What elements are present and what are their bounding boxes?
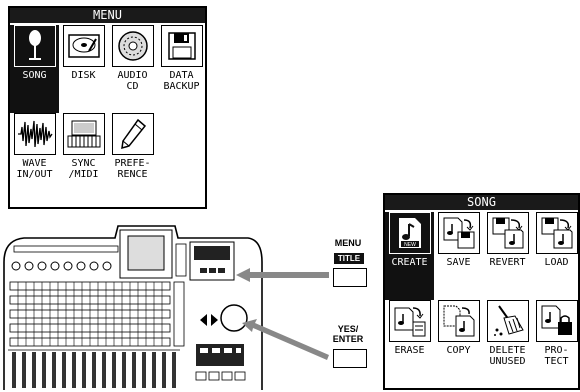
menu-item-label: DISK: [71, 70, 96, 81]
menu-item-label: WAVE IN/OUT: [16, 158, 53, 180]
song-item-delete-unused[interactable]: DELETE UNUSED: [483, 300, 532, 388]
menu-item-label: DATA BACKUP: [163, 70, 200, 92]
menu-item-label: SYNC /MIDI: [68, 158, 99, 180]
song-item-label: PRO- TECT: [544, 345, 569, 367]
song-item-load[interactable]: LOAD: [532, 212, 580, 300]
song-item-label: CREATE: [391, 257, 428, 268]
menu-button-label: MENU: [334, 238, 362, 248]
cd-icon: [111, 25, 154, 67]
yes-enter-button-label: YES/ ENTER: [332, 324, 364, 344]
menu-item-data-backup[interactable]: DATA BACKUP: [157, 25, 206, 113]
pen-icon: [111, 113, 154, 155]
menu-item-label: SONG: [22, 70, 47, 81]
menu-item-disk[interactable]: DISK: [59, 25, 108, 113]
hard-disk-icon: [62, 25, 105, 67]
song-item-copy[interactable]: COPY: [434, 300, 483, 388]
song-grid: NEW CREATE SAVE REVERT LOAD ERA: [385, 212, 580, 388]
load-song-icon: [535, 212, 578, 254]
song-item-label: COPY: [446, 345, 471, 356]
menu-item-song[interactable]: SONG: [10, 25, 59, 113]
song-screen: SONG NEW CREATE SAVE REVERT LOAD: [383, 193, 580, 390]
menu-screen-title: MENU: [10, 8, 205, 23]
song-item-label: REVERT: [489, 257, 526, 268]
menu-grid: SONG DISK AUDIO CD DATA BACKUP WAVE IN/O…: [10, 25, 206, 201]
yes-enter-button[interactable]: [333, 349, 367, 368]
floppy-disk-icon: [160, 25, 203, 67]
song-item-label: SAVE: [446, 257, 471, 268]
song-item-erase[interactable]: ERASE: [385, 300, 434, 388]
menu-item-wave-in-out[interactable]: WAVE IN/OUT: [10, 113, 59, 201]
waveform-icon: [13, 113, 56, 155]
broom-icon: [486, 300, 529, 342]
song-item-label: LOAD: [544, 257, 569, 268]
erase-song-icon: [388, 300, 431, 342]
menu-item-preference[interactable]: PREFE- RENCE: [108, 113, 157, 201]
keyboard-icon: [62, 113, 105, 155]
song-item-revert[interactable]: REVERT: [483, 212, 532, 300]
menu-item-label: AUDIO CD: [117, 70, 148, 92]
song-screen-title: SONG: [385, 195, 578, 210]
menu-screen: MENU SONG DISK AUDIO CD DATA BACKUP: [8, 6, 207, 209]
song-item-create[interactable]: NEW CREATE: [385, 212, 434, 300]
lock-song-icon: [535, 300, 578, 342]
title-tag: TITLE: [334, 253, 364, 264]
revert-song-icon: [486, 212, 529, 254]
song-item-protect[interactable]: PRO- TECT: [532, 300, 580, 388]
song-item-label: ERASE: [394, 345, 425, 356]
song-item-save[interactable]: SAVE: [434, 212, 483, 300]
menu-item-audio-cd[interactable]: AUDIO CD: [108, 25, 157, 113]
new-song-icon: NEW: [388, 212, 431, 254]
svg-text:NEW: NEW: [404, 242, 416, 248]
save-song-icon: [437, 212, 480, 254]
menu-button[interactable]: [333, 268, 367, 287]
menu-item-label: PREFE- RENCE: [114, 158, 151, 180]
recorder-device: [3, 225, 263, 390]
copy-song-icon: [437, 300, 480, 342]
menu-item-sync-midi[interactable]: SYNC /MIDI: [59, 113, 108, 201]
microphone-icon: [13, 25, 56, 67]
song-item-label: DELETE UNUSED: [489, 345, 526, 367]
